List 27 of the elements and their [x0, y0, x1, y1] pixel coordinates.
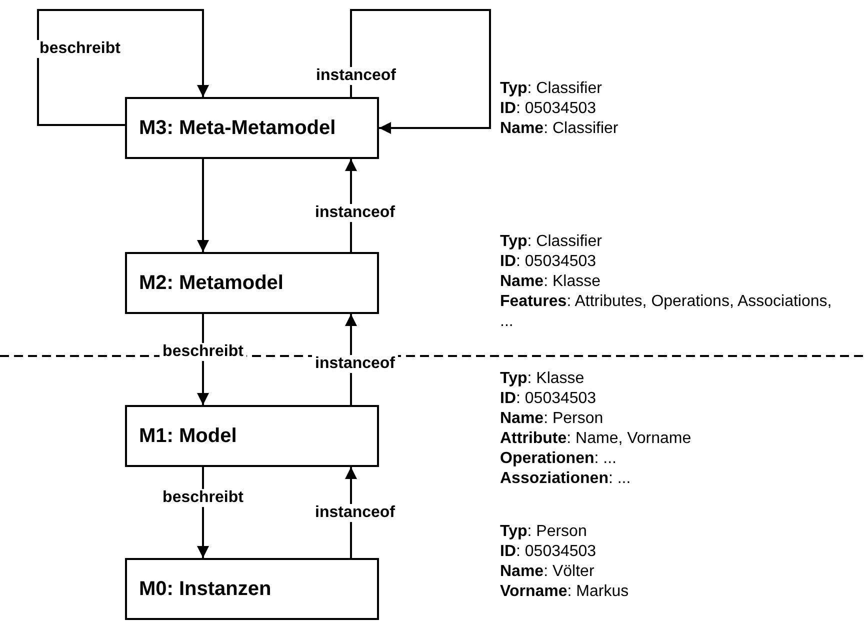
level-box: M1: Model	[125, 405, 379, 467]
edge-label: instanceof	[312, 355, 398, 373]
property-text: ID: 05034503	[500, 252, 598, 272]
property-text: Operationen: ...	[500, 449, 618, 469]
property-text: Typ: Classifier	[500, 232, 603, 252]
property-text: Name: Völter	[500, 562, 596, 582]
property-text: ID: 05034503	[500, 542, 598, 562]
property-text: ID: 05034503	[500, 389, 598, 409]
arrow	[197, 159, 209, 252]
arrow	[350, 9, 491, 134]
level-box: M0: Instanzen	[125, 558, 379, 620]
property-text: Name: Klasse	[500, 272, 602, 292]
property-text: Name: Person	[500, 409, 604, 429]
property-text: Features: Attributes, Operations, Associations, ...	[500, 292, 833, 332]
property-text: Vorname: Markus	[500, 582, 630, 602]
arrow	[37, 9, 209, 126]
property-text: ID: 05034503	[500, 99, 598, 119]
property-text: Assoziationen: ...	[500, 469, 632, 489]
property-text: Typ: Classifier	[500, 79, 603, 99]
property-text: Typ: Person	[500, 522, 588, 542]
level-box: M3: Meta-Metamodel	[125, 97, 379, 159]
edge-label: beschreibt	[36, 40, 124, 58]
level-box: M2: Metamodel	[125, 252, 379, 314]
property-text: Name: Classifier	[500, 119, 620, 139]
property-text: Attribute: Name, Vorname	[500, 429, 692, 449]
edge-label: beschreibt	[160, 343, 246, 361]
property-text: Typ: Klasse	[500, 369, 586, 389]
